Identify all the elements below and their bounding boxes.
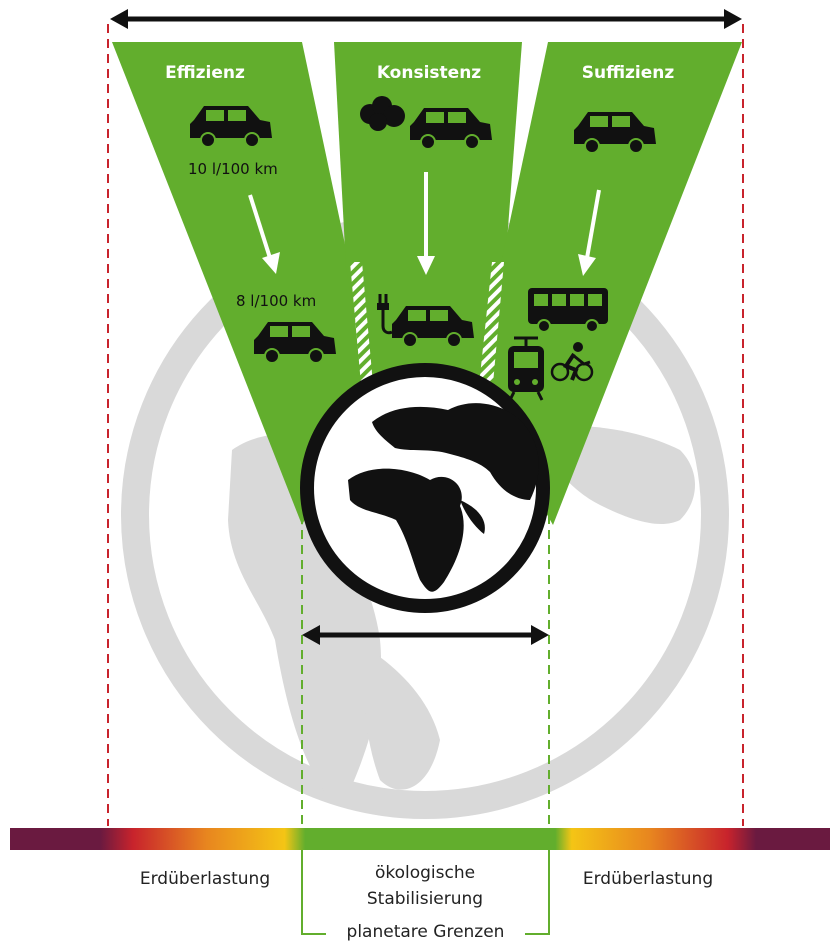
- left-overload-label: Erdüberlastung: [139, 869, 271, 889]
- stabilisation-label-line2: Stabilisierung: [366, 889, 484, 909]
- inner-range-arrow: [302, 625, 549, 645]
- outer-range-arrow: [110, 9, 742, 29]
- stabilisation-label-line1: ökologische: [374, 863, 476, 883]
- consumption-before-label: 10 l/100 km: [188, 160, 278, 178]
- sufficiency-wedge: [488, 42, 742, 525]
- car-icon: [574, 112, 656, 154]
- tram-icon: [508, 336, 544, 401]
- planetary-boundaries-label: planetare Grenzen: [326, 922, 525, 942]
- car-icon: [190, 106, 272, 148]
- left-striped-overlap: [350, 262, 374, 395]
- car-icon: [254, 322, 336, 364]
- consumption-after-label: 8 l/100 km: [236, 292, 317, 310]
- efficiency-arrow-icon: [248, 194, 280, 274]
- right-overload-label: Erdüberlastung: [582, 869, 714, 889]
- globe-icon: [300, 363, 550, 613]
- bus-icon: [528, 288, 608, 333]
- right-striped-overlap: [478, 262, 504, 395]
- electric-car-icon: [377, 294, 474, 348]
- earth-load-gradient-bar: [10, 828, 830, 850]
- smoke-cloud-icon: [360, 96, 405, 131]
- cyclist-icon: [550, 342, 594, 382]
- heading-sufficiency: Suffizienz: [581, 63, 675, 83]
- car-icon: [410, 108, 492, 150]
- heading-consistency: Konsistenz: [376, 63, 482, 83]
- consistency-arrow-icon: [417, 172, 435, 275]
- sufficiency-arrow-icon: [578, 189, 601, 276]
- planetary-boundaries-bracket: [301, 850, 550, 935]
- efficiency-wedge: [112, 42, 362, 525]
- heading-efficiency: Effizienz: [165, 63, 245, 83]
